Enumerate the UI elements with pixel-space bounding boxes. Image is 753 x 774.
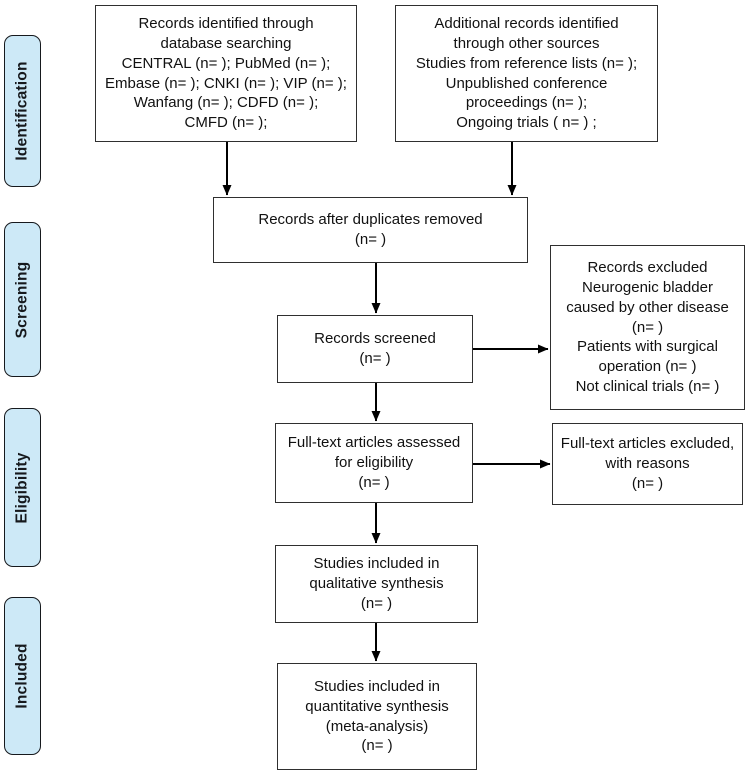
stage-included-label: Included [13,643,31,709]
node-fulltext-assessed: Full-text articles assessed for eligibil… [275,423,473,503]
node-records-screened: Records screened (n= ) [277,315,473,383]
stage-screening: Screening [4,222,41,377]
node-additional-records: Additional records identified through ot… [395,5,658,142]
node-records-excluded: Records excluded Neurogenic bladder caus… [550,245,745,410]
node-duplicates-removed: Records after duplicates removed (n= ) [213,197,528,263]
node-fulltext-excluded: Full-text articles excluded, with reason… [552,423,743,505]
node-quantitative-synthesis: Studies included in quantitative synthes… [277,663,477,770]
stage-eligibility: Eligibility [4,408,41,567]
stage-included: Included [4,597,41,755]
stage-identification: Identification [4,35,41,187]
node-qualitative-synthesis: Studies included in qualitative synthesi… [275,545,478,623]
stage-eligibility-label: Eligibility [13,451,31,524]
stage-screening-label: Screening [13,261,31,338]
node-records-identified: Records identified through database sear… [95,5,357,142]
stage-identification-label: Identification [13,61,31,161]
